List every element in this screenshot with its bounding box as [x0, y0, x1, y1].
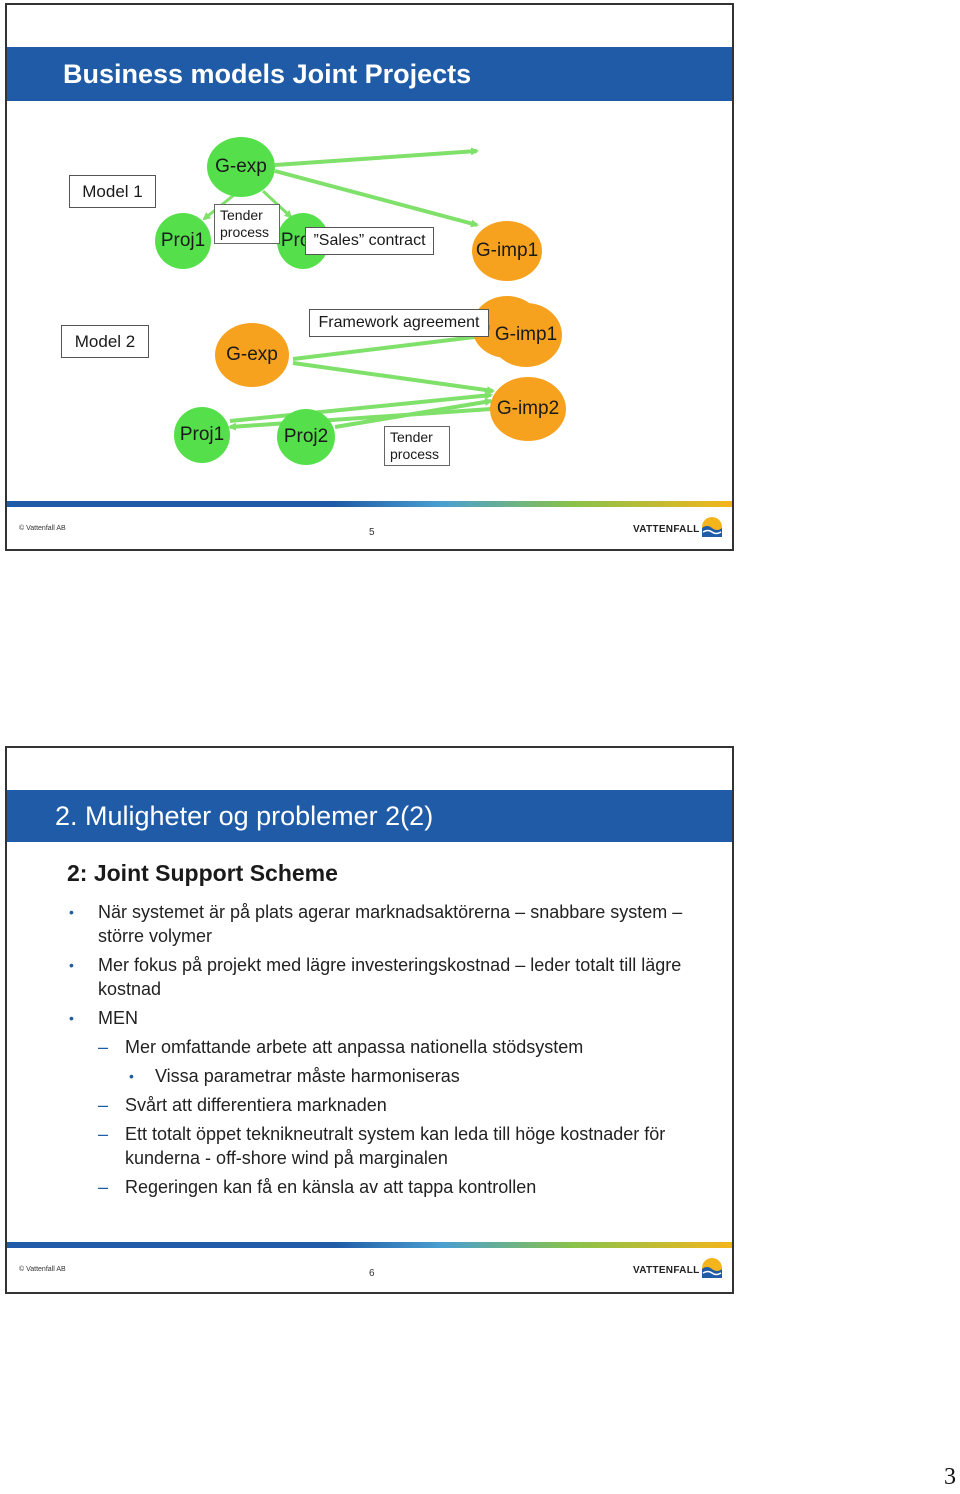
bullet-item-level2: Ett totalt öppet teknikneutralt system k…: [67, 1122, 707, 1170]
model1-label: Model 1: [69, 175, 156, 208]
slide-muligheter: 2. Muligheter og problemer 2(2) 2: Joint…: [5, 746, 734, 1294]
arrow-proj1-gimp2: [229, 391, 493, 423]
arrow-gexp2-gimp1: [292, 331, 493, 361]
copyright: © Vattenfall AB: [19, 1266, 66, 1273]
vattenfall-logo-icon: [702, 517, 722, 537]
copyright: © Vattenfall AB: [19, 525, 66, 532]
slide-number: 5: [369, 527, 375, 538]
model1-gimp1-node: G-imp1: [472, 221, 542, 281]
tender-line2: process: [220, 224, 270, 240]
arrow-gexp-gimp2: [274, 169, 479, 228]
slide-number: 6: [369, 1268, 375, 1279]
bullet-item-level3: Vissa parametrar måste harmoniseras: [67, 1064, 707, 1088]
framework-agreement-box: Framework agreement: [309, 309, 489, 337]
vattenfall-logo-icon: [702, 1258, 722, 1278]
slide-title: Business models Joint Projects: [7, 47, 732, 101]
document-page-number: 3: [944, 1464, 956, 1490]
footer-stripe: [7, 501, 732, 507]
model1-proj1-node: Proj1: [155, 213, 211, 269]
model2-gexp-node: G-exp: [215, 323, 289, 387]
model2-label: Model 2: [61, 325, 149, 358]
diagram-arrows: [202, 147, 495, 431]
bullet-item-level1: Mer fokus på projekt med lägre investeri…: [67, 953, 707, 1001]
sales-contract-box: ”Sales” contract: [305, 227, 434, 255]
tender-line2: process: [390, 446, 440, 462]
arrow-gexp2-gimp2: [292, 361, 495, 395]
model1-tender-process-box: Tender process: [214, 204, 280, 244]
tender-line1: Tender: [220, 207, 263, 223]
brand-name: VATTENFALL: [633, 1265, 700, 1276]
bullet-item-level1: MEN: [67, 1006, 707, 1030]
bullet-list: När systemet är på plats agerar marknads…: [67, 900, 707, 1204]
tender-line1: Tender: [390, 429, 433, 445]
model1-gexp-node: G-exp: [207, 137, 275, 197]
slide-business-models: Business models Joint Projects Model 1 G…: [5, 3, 734, 551]
business-models-diagram: Model 1 G-exp Proj1 Proj2 Tender process…: [7, 101, 732, 501]
bullet-item-level2: Mer omfattande arbete att anpassa nation…: [67, 1035, 707, 1059]
bullet-item-level1: När systemet är på plats agerar marknads…: [67, 900, 707, 948]
model2-gimp2-node: G-imp2: [490, 377, 566, 441]
model2-tender-process-box: Tender process: [384, 426, 450, 466]
model2-proj2-node: Proj2: [277, 409, 335, 465]
bullet-item-level2: Regeringen kan få en känsla av att tappa…: [67, 1175, 707, 1199]
arrow-gimp2-proj1: [228, 407, 492, 431]
brand-name: VATTENFALL: [633, 524, 700, 535]
slide-footer: © Vattenfall AB 6 VATTENFALL: [7, 1248, 732, 1288]
section-heading: 2: Joint Support Scheme: [67, 860, 338, 886]
footer-stripe: [7, 1242, 732, 1248]
model2-gimp1-node: G-imp1: [490, 303, 562, 367]
arrow-gexp-gimp1: [274, 147, 479, 167]
bullet-item-level2: Svårt att differentiera marknaden: [67, 1093, 707, 1117]
slide-title: 2. Muligheter og problemer 2(2): [7, 790, 732, 842]
model2-proj1-node: Proj1: [174, 407, 230, 463]
slide-footer: © Vattenfall AB 5 VATTENFALL: [7, 507, 732, 547]
